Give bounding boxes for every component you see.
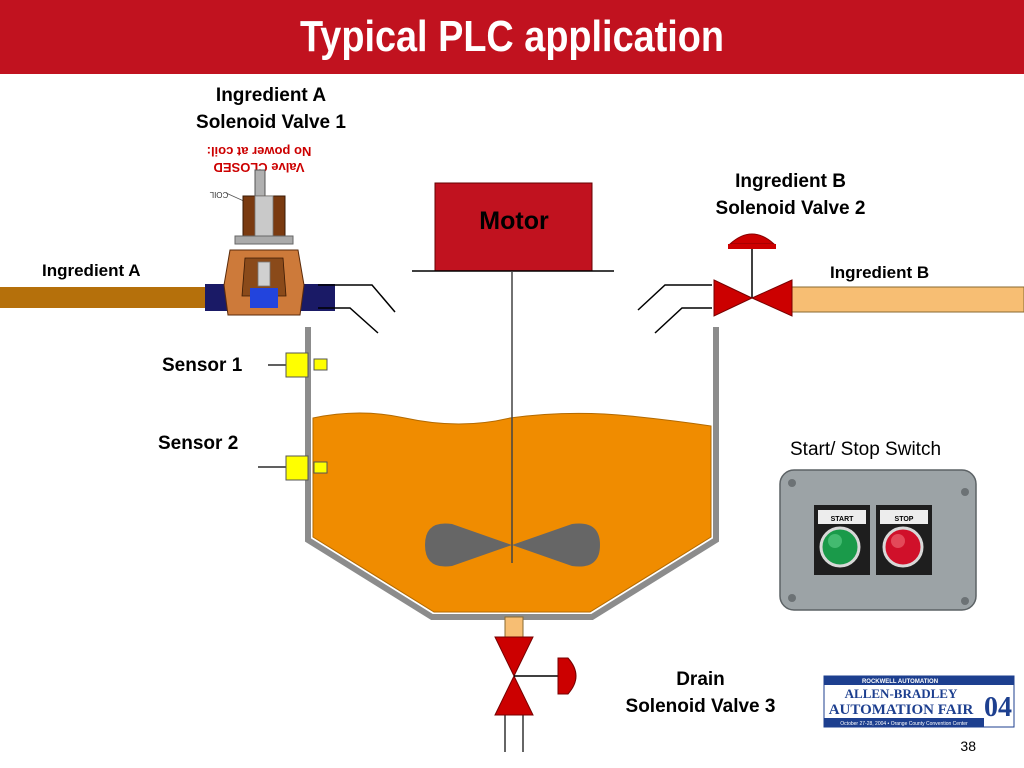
motor-label: Motor [479,207,549,235]
coil-label: COIL [209,190,228,199]
inlet-chute-right [637,284,712,334]
stop-button-label: STOP [895,516,914,523]
logo-line2: ALLEN-BRADLEY [845,686,958,701]
agitator-blade-left [425,523,512,567]
page-number: 38 [960,738,976,754]
logo-line1: ROCKWELL AUTOMATION [862,679,938,685]
logo-dates: October 27-28, 2004 • Orange County Conv… [840,721,968,727]
solenoid-valve-1: No power at coil: Valve CLOSED COIL [207,144,312,316]
drain-outlet [504,616,524,638]
start-button-label: START [831,516,855,523]
drain-label: Drain Solenoid Valve 3 [598,666,803,720]
start-stop-switch: START STOP [779,469,977,611]
valve1-note-line1: No power at coil: [207,144,312,159]
drain-label-line2: Solenoid Valve 3 [625,696,776,717]
valve1-note-line2: Valve CLOSED [213,160,304,175]
valve2-label-line2: Solenoid Valve 2 [715,198,866,219]
sensor-2-label: Sensor 2 [158,433,239,454]
ingredient-b-label: Ingredient B [830,263,930,282]
start-button [819,526,861,568]
start-stop-label: Start/ Stop Switch [790,439,942,460]
sensor-2 [258,455,328,481]
sensor-1 [268,352,328,378]
valve2-label: Ingredient B Solenoid Valve 2 [688,168,893,222]
ingredient-a-label: Ingredient A [42,261,141,280]
slide-header: Typical PLC application [0,0,1024,74]
solenoid-valve-2 [713,233,793,317]
agitator-blade-right [512,523,600,567]
drain-label-line1: Drain [676,669,725,690]
automation-fair-logo: ROCKWELL AUTOMATION ALLEN-BRADLEY AUTOMA… [823,675,1015,728]
valve2-label-line1: Ingredient B [735,171,846,192]
logo-line3: AUTOMATION FAIR [829,702,974,718]
logo-year: 04 [984,692,1012,723]
valve1-label: Ingredient A Solenoid Valve 1 [171,82,371,136]
inlet-chute-left [318,284,396,334]
ingredient-b-pipe [791,286,1024,313]
ingredient-a-pipe [0,287,220,308]
drain-valve-3 [494,616,577,752]
valve1-label-line1: Ingredient A [215,85,327,106]
sensor-1-label: Sensor 1 [162,355,243,376]
valve1-label-line2: Solenoid Valve 1 [196,112,346,133]
stop-button [882,526,924,568]
slide-title: Typical PLC application [299,12,725,61]
